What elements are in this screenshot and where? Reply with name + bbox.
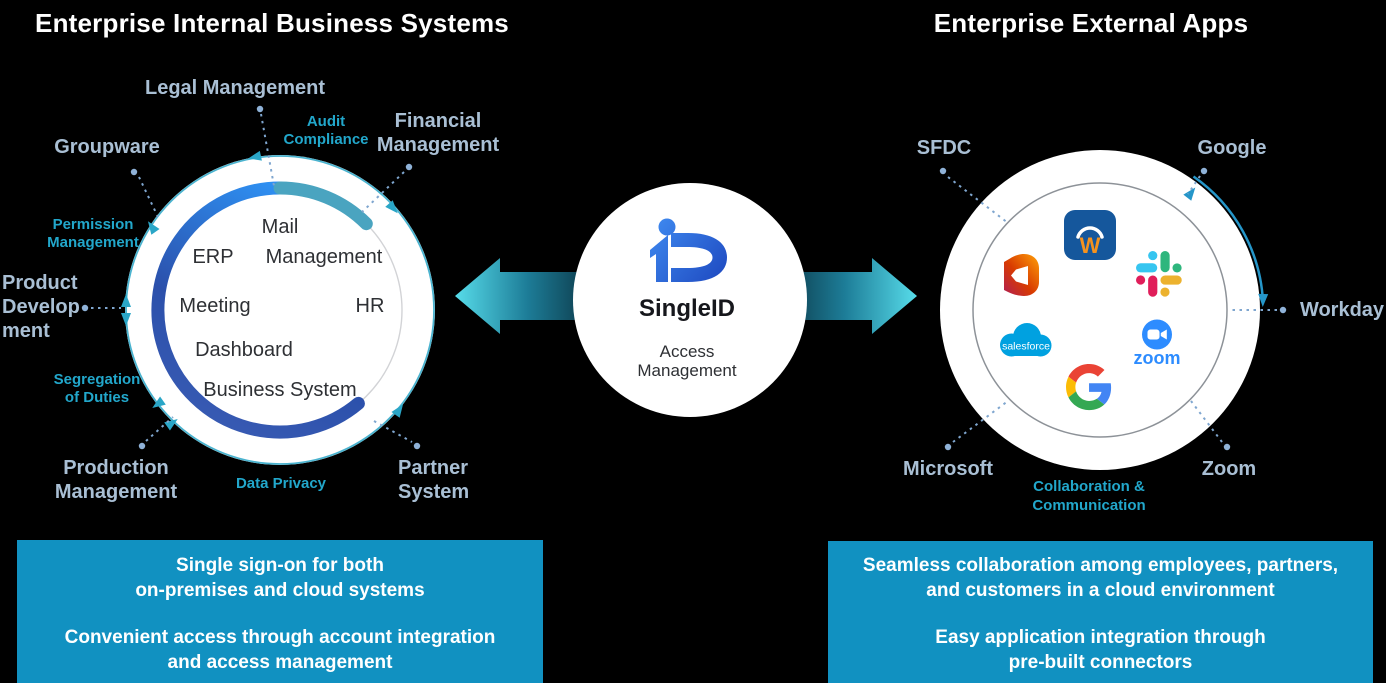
label-google: Google [1197, 137, 1267, 159]
singleid-logo-icon [650, 218, 727, 282]
apps-teal-arc [1192, 175, 1265, 303]
left-connector-dots [81, 105, 421, 450]
info-right-paragraph-2: Easy application integration through pre… [935, 627, 1266, 673]
label-data-privacy: Data Privacy [235, 475, 327, 492]
workday-icon: W [1064, 210, 1116, 260]
external-apps-info-box: Seamless collaboration among employees, … [828, 541, 1373, 683]
label-financial-management: Financial Management [376, 110, 500, 156]
teal-progress-arc [273, 181, 373, 231]
label-collaboration-communication: Collaboration & Communication [1032, 478, 1146, 514]
apps-inner-ring [972, 182, 1228, 438]
svg-text:zoom: zoom [1134, 348, 1181, 368]
label-zoom: Zoom [1201, 458, 1257, 480]
label-microsoft: Microsoft [903, 458, 993, 480]
internal-systems-circle [81, 105, 435, 465]
left-dashed-connectors [91, 113, 413, 443]
label-production-management: Production Management [54, 457, 178, 503]
label-legal-management: Legal Management [144, 77, 326, 99]
google-icon [1066, 364, 1112, 411]
label-groupware: Groupware [54, 136, 160, 158]
label-workday: Workday [1299, 299, 1385, 321]
salesforce-icon: salesforce [1000, 323, 1052, 357]
ring-arrowheads [121, 150, 404, 431]
left-title: Enterprise Internal Business Systems [35, 8, 509, 38]
svg-text:W: W [1080, 233, 1101, 258]
office-icon [1004, 254, 1039, 296]
zoom-icon: zoom [1134, 319, 1181, 368]
label-audit-compliance: Audit Compliance [283, 113, 369, 148]
right-title: Enterprise External Apps [933, 8, 1249, 38]
label-partner-system: Partner System [398, 457, 470, 503]
right-dashed-connectors [947, 175, 1277, 443]
singleid-subtitle: Access Management [637, 342, 737, 380]
item-hr: HR [355, 295, 385, 317]
outer-teal-ring [125, 155, 435, 465]
info-left-paragraph-1: Single sign-on for both on-premises and … [135, 555, 425, 601]
item-mail: Mail [261, 216, 299, 238]
singleid-circle [573, 183, 807, 417]
apps-arc-arrowheads [1183, 187, 1269, 307]
label-permission-management: Permission Management [47, 216, 139, 251]
internal-systems-info-box: Single sign-on for both on-premises and … [17, 540, 543, 683]
info-right-paragraph-1: Seamless collaboration among employees, … [862, 555, 1339, 601]
item-erp: ERP [192, 246, 234, 268]
info-left-paragraph-2: Convenient access through account integr… [64, 627, 496, 673]
item-meeting: Meeting [179, 295, 251, 317]
svg-text:salesforce: salesforce [1002, 341, 1050, 353]
singleid-name: SingleID [638, 295, 736, 322]
label-segregation-of-duties: Segregation of Duties [53, 371, 141, 406]
blue-progress-arc [151, 181, 365, 439]
label-product-development: Product Develop ment [2, 272, 80, 342]
right-connector-dots [939, 167, 1287, 451]
item-dashboard: Dashboard [195, 339, 293, 361]
label-sfdc: SFDC [916, 137, 972, 159]
item-mail-management: Management [265, 246, 383, 268]
external-apps-circle: W salesforce [939, 150, 1287, 470]
slack-icon [1136, 251, 1182, 297]
item-business-system: Business System [203, 379, 357, 401]
